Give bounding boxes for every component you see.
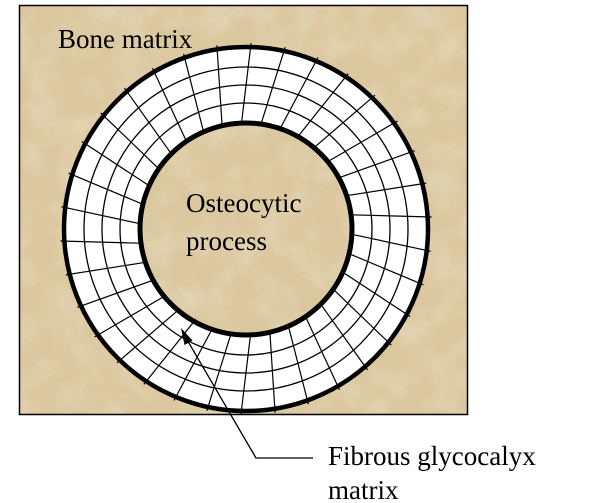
label-bone-matrix: Bone matrix (58, 24, 193, 54)
label-process-line1: Osteocytic (186, 188, 301, 218)
label-glycocalyx-line1: Fibrous glycocalyx (328, 441, 536, 471)
label-glycocalyx-line2: matrix (328, 475, 399, 503)
label-process-line2: process (186, 226, 267, 256)
